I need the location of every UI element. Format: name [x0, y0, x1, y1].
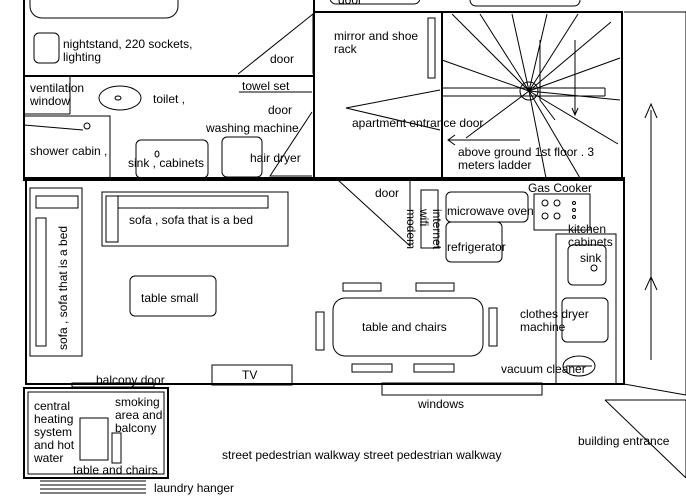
kitchen-cabinet-shape — [555, 233, 617, 385]
door-bedroom-swing — [237, 12, 314, 75]
bathroom-room — [23, 75, 315, 181]
sofa-left-shape — [29, 187, 83, 357]
balcony-table-shape — [79, 417, 109, 461]
chair-shape — [342, 282, 382, 292]
washing-machine-shape — [221, 136, 263, 178]
entrance-hall — [313, 11, 443, 181]
gas-cooker-shape — [533, 193, 591, 231]
entrance-corridor — [604, 11, 686, 479]
sofa-top-shape — [101, 191, 289, 247]
kitchen-sink-shape — [567, 244, 607, 286]
table-shape — [332, 297, 484, 357]
table-small-shape — [129, 275, 217, 317]
nightstand-shape — [33, 32, 60, 64]
balcony-room — [23, 387, 169, 494]
clothes-dryer-shape — [561, 297, 609, 343]
microwave-shape — [445, 191, 529, 223]
sink-shape — [135, 139, 209, 179]
shower-shape — [23, 115, 111, 181]
bed-outline — [29, 0, 179, 19]
toilet-shape — [98, 85, 142, 111]
living-room — [25, 177, 625, 396]
vacuum-shape — [562, 355, 596, 377]
windows-shape — [381, 382, 543, 396]
modem-shape — [420, 189, 439, 249]
mirror-shape — [427, 17, 436, 79]
stair-room — [441, 11, 623, 181]
refrigerator-shape — [445, 221, 503, 263]
tv-shape — [211, 364, 293, 386]
